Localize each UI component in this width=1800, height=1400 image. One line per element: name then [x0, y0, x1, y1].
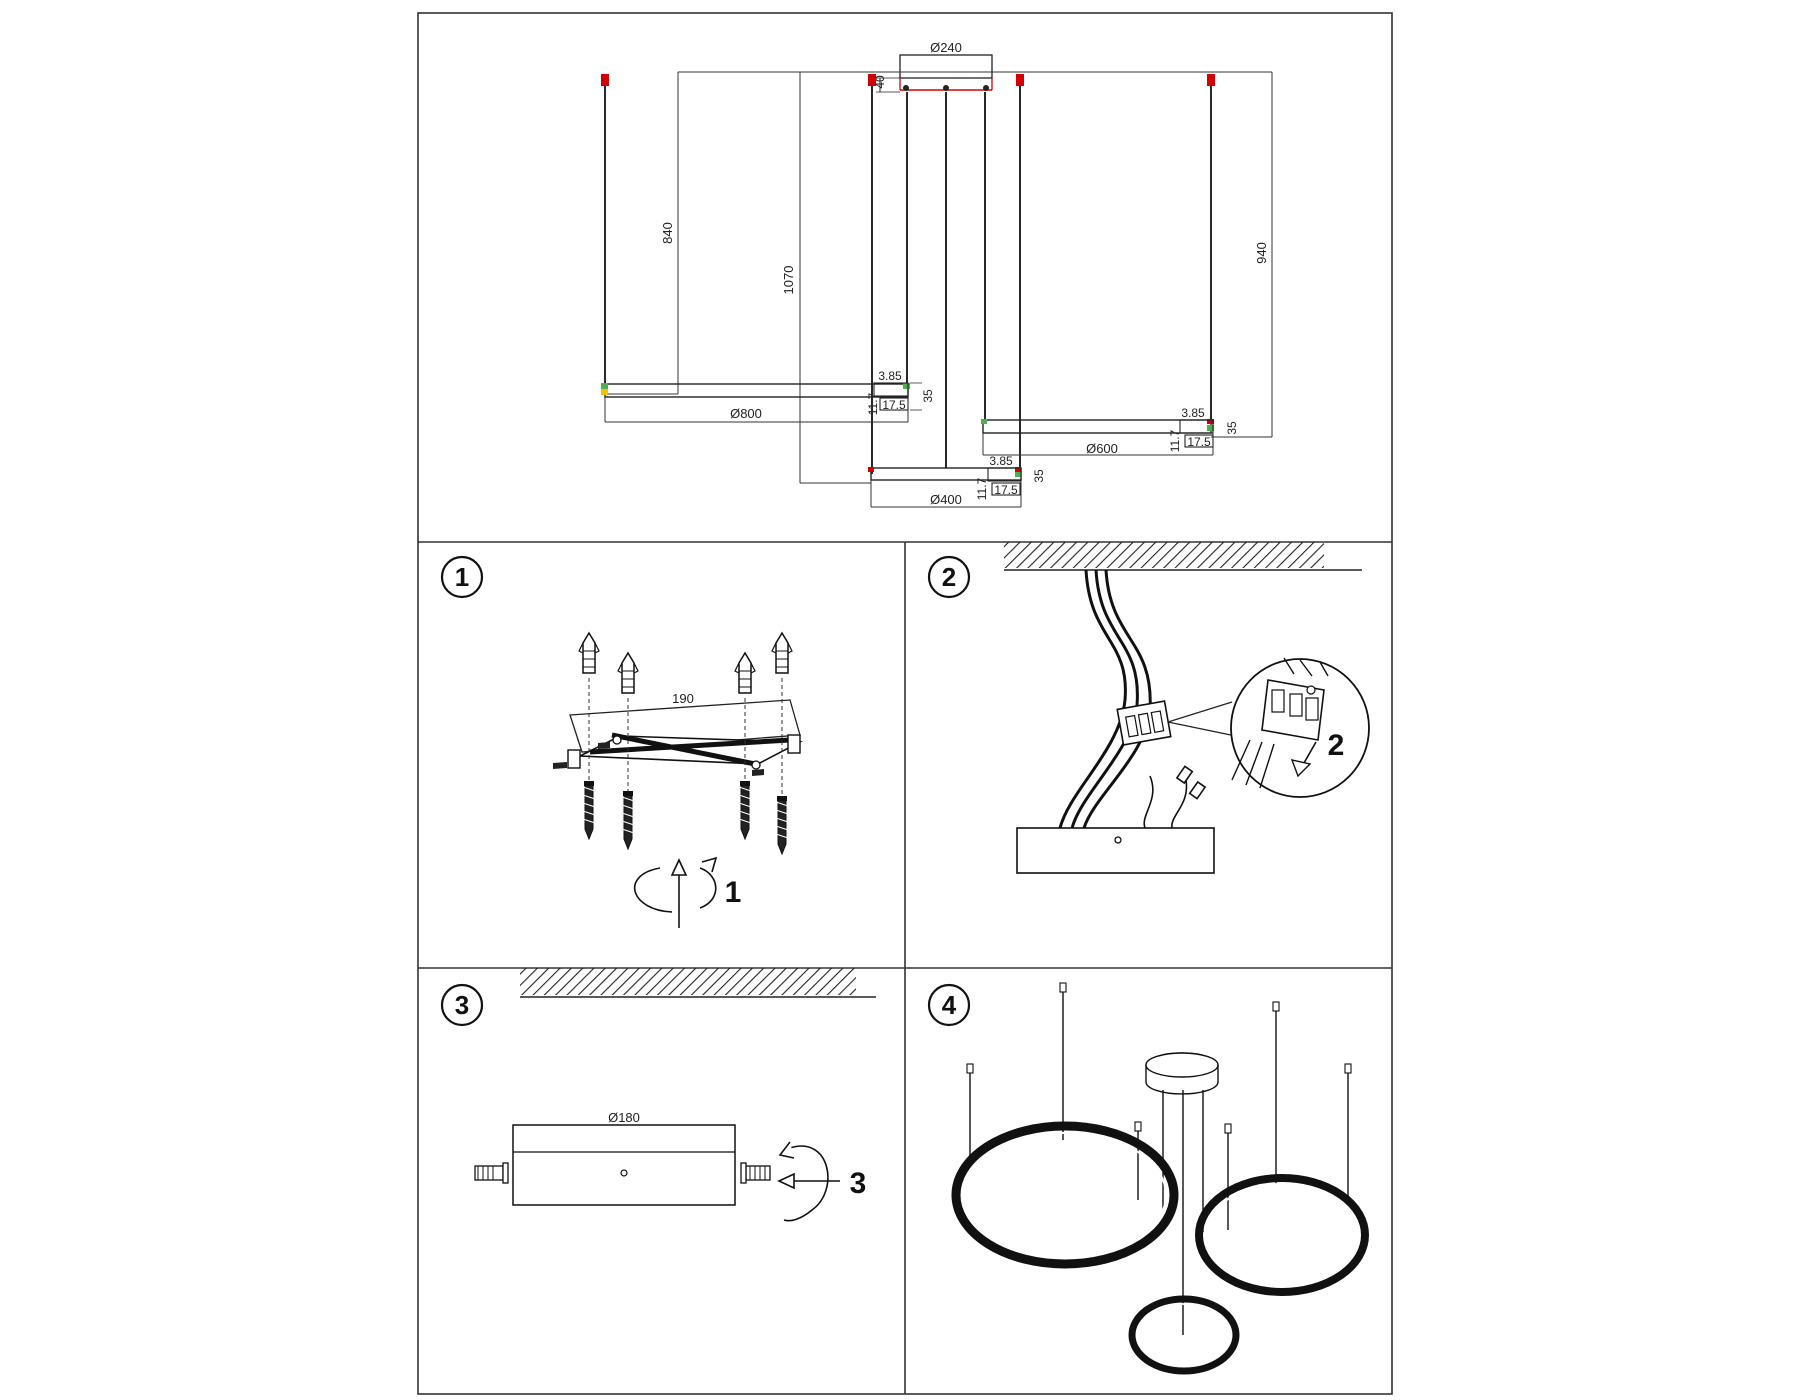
wall-anchor-right-inner	[734, 652, 756, 694]
step-3-number: 3	[455, 990, 469, 1020]
ring-800-profile-depth-label: 17.5	[882, 398, 906, 412]
step-4-number: 4	[942, 990, 957, 1020]
installed-canopy	[1145, 1052, 1219, 1095]
ring-600-profile-detail: 3.85 35 11.7 17.5	[1168, 406, 1239, 452]
terminal-block	[1116, 700, 1172, 746]
screw-left-outer	[582, 780, 596, 840]
wire-end-caps	[601, 74, 1215, 86]
drop-400-label: 1070	[781, 266, 796, 295]
step-1-panel: 1 190	[440, 555, 804, 928]
ring-400-profile-depth-label: 17.5	[994, 483, 1018, 497]
step-1-badge	[440, 555, 484, 599]
step-2-badge	[927, 555, 971, 599]
step-4-badge	[927, 983, 971, 1027]
step-1-action-label: 1	[725, 876, 742, 909]
step-2-number: 2	[942, 562, 956, 592]
canopy-box	[1016, 827, 1215, 874]
drop-800-label: 840	[660, 222, 675, 244]
canopy-diameter-label: Ø240	[930, 40, 962, 55]
step-3-panel: 3 Ø180 3	[440, 968, 876, 1222]
screw-right-outer	[775, 795, 789, 855]
canopy-cover-diameter-label: Ø180	[608, 1110, 640, 1125]
wall-anchor-left-outer	[578, 632, 600, 674]
canopy-cover	[512, 1124, 736, 1206]
ring-600-profile-depth-label: 17.5	[1187, 435, 1211, 449]
ring-800-profile-height-label: 35	[921, 389, 935, 403]
ring-600-profile-inner-label: 11.7	[1168, 429, 1182, 452]
mains-cables	[1058, 569, 1152, 829]
ring-800-diameter-label: Ø800	[730, 406, 762, 421]
ring-large-800	[951, 1121, 1179, 1269]
ring-600-profile-width-label: 3.85	[1181, 406, 1205, 420]
ring-800-profile-detail: 3.85 35 11.7 17.5	[866, 369, 935, 415]
side-screw-left	[474, 1162, 509, 1184]
wall-anchor-right-outer	[771, 632, 793, 674]
step-4-panel: 4	[927, 982, 1369, 1375]
canopy-height-label: 40	[873, 75, 887, 89]
mounting-plate	[553, 699, 804, 776]
ceiling-hatch	[1004, 542, 1362, 571]
tighten-arrow-icon	[777, 1141, 840, 1222]
ring-600-profile-height-label: 35	[1225, 421, 1239, 435]
ring-400-profile-detail: 3.85 35 11.7 17.5	[975, 454, 1046, 500]
ring-600-side-view: Ø600	[981, 419, 1272, 456]
ring-small-400	[1128, 1295, 1240, 1375]
ring-medium-600	[1195, 1174, 1369, 1296]
wall-anchor-left-inner	[617, 652, 639, 694]
ring-600-diameter-label: Ø600	[1086, 441, 1118, 456]
fixture-leads	[1143, 765, 1207, 829]
step-2-action-label: 2	[1328, 729, 1345, 762]
installed-wires	[969, 988, 1349, 1335]
installed-wire-caps	[966, 982, 1352, 1134]
dimension-drawing-panel: Ø240 40 840 1070 940	[601, 40, 1273, 508]
ring-400-diameter-label: Ø400	[930, 492, 962, 507]
step-3-badge	[440, 983, 484, 1027]
ring-800-profile-width-label: 3.85	[878, 369, 902, 383]
screw-left-inner	[621, 790, 635, 850]
plate-length-label: 190	[672, 691, 694, 706]
step-1-number: 1	[455, 562, 469, 592]
drop-dimension-lines	[677, 72, 1273, 483]
side-screw-right	[740, 1162, 771, 1184]
canopy-drawing: Ø240 40	[873, 40, 993, 93]
rotate-arrow-icon	[633, 856, 718, 928]
ring-400-profile-height-label: 35	[1032, 469, 1046, 483]
ring-400-profile-inner-label: 11.7	[975, 477, 989, 500]
ring-800-side-view: Ø800	[601, 383, 910, 423]
step-3-action-label: 3	[850, 1167, 867, 1200]
suspension-wires	[604, 80, 1212, 474]
ring-800-profile-inner-label: 11.7	[866, 392, 880, 415]
screw-right-inner	[738, 780, 752, 840]
ring-400-profile-width-label: 3.85	[989, 454, 1013, 468]
ceiling-hatch	[520, 968, 876, 998]
drop-600-label: 940	[1254, 242, 1269, 264]
step-2-panel: 2	[927, 542, 1370, 874]
magnifier-callout	[1167, 657, 1370, 798]
